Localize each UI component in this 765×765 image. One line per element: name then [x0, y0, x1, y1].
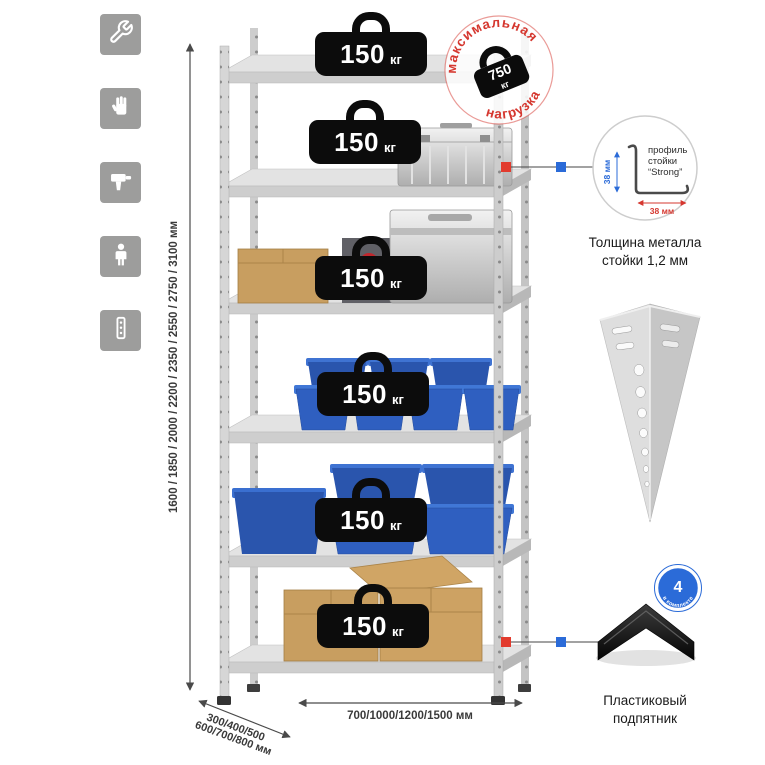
shelving-rack — [217, 28, 533, 705]
weight-handle — [352, 12, 390, 33]
load-value: 150 — [340, 262, 385, 293]
shelf-load-badge: 150 кг — [315, 12, 427, 76]
profile-label: профиль стойки “Strong” — [648, 145, 690, 178]
cardboard-box — [237, 248, 329, 304]
weight-handle — [352, 236, 390, 257]
stamp-weight-handle — [479, 46, 512, 69]
profile-caption-line2: стойки 1,2 мм — [601, 252, 689, 268]
weight-handle — [354, 584, 392, 605]
kit-badge — [655, 565, 701, 611]
feature-icon-tile — [100, 162, 141, 203]
shelf-load-badge: 150 кг — [309, 100, 421, 164]
plastic-foot — [597, 603, 695, 661]
drill-icon — [108, 167, 134, 198]
shelf-load-badge: 150 кг — [317, 584, 429, 648]
load-unit: кг — [389, 275, 402, 291]
load-value: 150 — [340, 504, 385, 535]
load-value: 150 — [342, 378, 387, 409]
profile-label-line3: “Strong” — [648, 167, 682, 178]
shelf-load-badge: 150 кг — [315, 478, 427, 542]
shelf-load-badge: 150 кг — [317, 352, 429, 416]
weight-handle — [346, 100, 384, 121]
stamp-unit: кг — [499, 79, 511, 91]
feature-icon-tile — [100, 310, 141, 351]
gloves-icon — [108, 93, 134, 124]
depth-dimension-label: 300/400/500 600/700/800 мм — [193, 709, 277, 758]
rack-foot-back-left — [247, 684, 260, 692]
rack-post-front-right-holes — [494, 46, 503, 698]
weight-body: 150 кг — [315, 32, 427, 76]
post-icon — [108, 315, 134, 346]
wrench-icon — [108, 19, 134, 50]
shelf-load-badge: 150 кг — [315, 236, 427, 300]
person-icon — [108, 241, 134, 272]
profile-caption: Толщина металла стойки 1,2 мм — [565, 234, 725, 269]
load-unit: кг — [391, 391, 404, 407]
dimension-height: 1600 / 1850 / 2000 / 2200 / 2350 / 2550 … — [168, 43, 195, 691]
foot-shadow — [596, 650, 696, 666]
upright-post-photo — [599, 303, 701, 523]
width-dimension-label: 700/1000/1200/1500 мм — [347, 710, 473, 722]
weight-handle — [354, 352, 392, 373]
profile-drawing — [627, 144, 690, 195]
weight-body: 150 кг — [315, 256, 427, 300]
load-unit: кг — [391, 623, 404, 639]
connector-red-square-bottom — [501, 637, 511, 647]
connector-blue-square-bottom — [556, 637, 566, 647]
profile-dim-horizontal: 38 мм — [650, 206, 674, 216]
weight-body: 150 кг — [317, 372, 429, 416]
weight-handle — [352, 478, 390, 499]
connector-red-square-top — [501, 162, 511, 172]
profile-label-line2: стойки — [648, 156, 677, 167]
load-unit: кг — [389, 517, 402, 533]
rack-foot-back-right — [518, 684, 531, 692]
weight-body: 150 кг — [317, 604, 429, 648]
kit-badge-ring — [654, 564, 702, 612]
connector-blue-square-top — [556, 162, 566, 172]
profile-callout: 38 мм 38 мм профиль стойки “Strong” — [592, 115, 698, 221]
feature-icon-tile — [100, 14, 141, 55]
rack-foot-front-right — [491, 696, 505, 705]
foot-caption-line2: подпятник — [612, 710, 678, 726]
dimension-width: 700/1000/1200/1500 мм — [298, 698, 523, 722]
weight-body: 150 кг — [309, 120, 421, 164]
callout-connectors — [501, 162, 600, 647]
dimension-depth: 300/400/500 600/700/800 мм — [193, 699, 291, 758]
load-unit: кг — [383, 139, 396, 155]
load-value: 150 — [334, 126, 379, 157]
plastic-foot-callout: 4 в комплекте — [596, 564, 702, 666]
feature-icon-tile — [100, 236, 141, 277]
feature-icon-tile — [100, 88, 141, 129]
height-dimension-label: 1600 / 1850 / 2000 / 2200 / 2350 / 2550 … — [168, 221, 180, 513]
stamp-weight-body — [474, 54, 530, 99]
profile-caption-line1: Толщина металла — [588, 235, 702, 250]
load-value: 150 — [340, 38, 385, 69]
rack-post-front-left-holes — [220, 46, 229, 698]
max-load-stamp: максимальная нагрузка 750 кг — [430, 0, 554, 130]
rack-foot-front-left — [217, 696, 231, 705]
foot-caption-line1: Пластиковый — [603, 693, 687, 708]
rack-post-back-right-holes — [521, 28, 529, 686]
profile-dim-vertical: 38 мм — [602, 160, 612, 184]
rack-post-back-left-holes — [250, 28, 258, 686]
load-value: 150 — [342, 610, 387, 641]
load-unit: кг — [389, 51, 402, 67]
weight-body: 150 кг — [315, 498, 427, 542]
foot-caption: Пластиковый подпятник — [565, 692, 725, 727]
kit-badge-value: 4 — [674, 579, 683, 596]
profile-label-line1: профиль — [648, 145, 687, 156]
